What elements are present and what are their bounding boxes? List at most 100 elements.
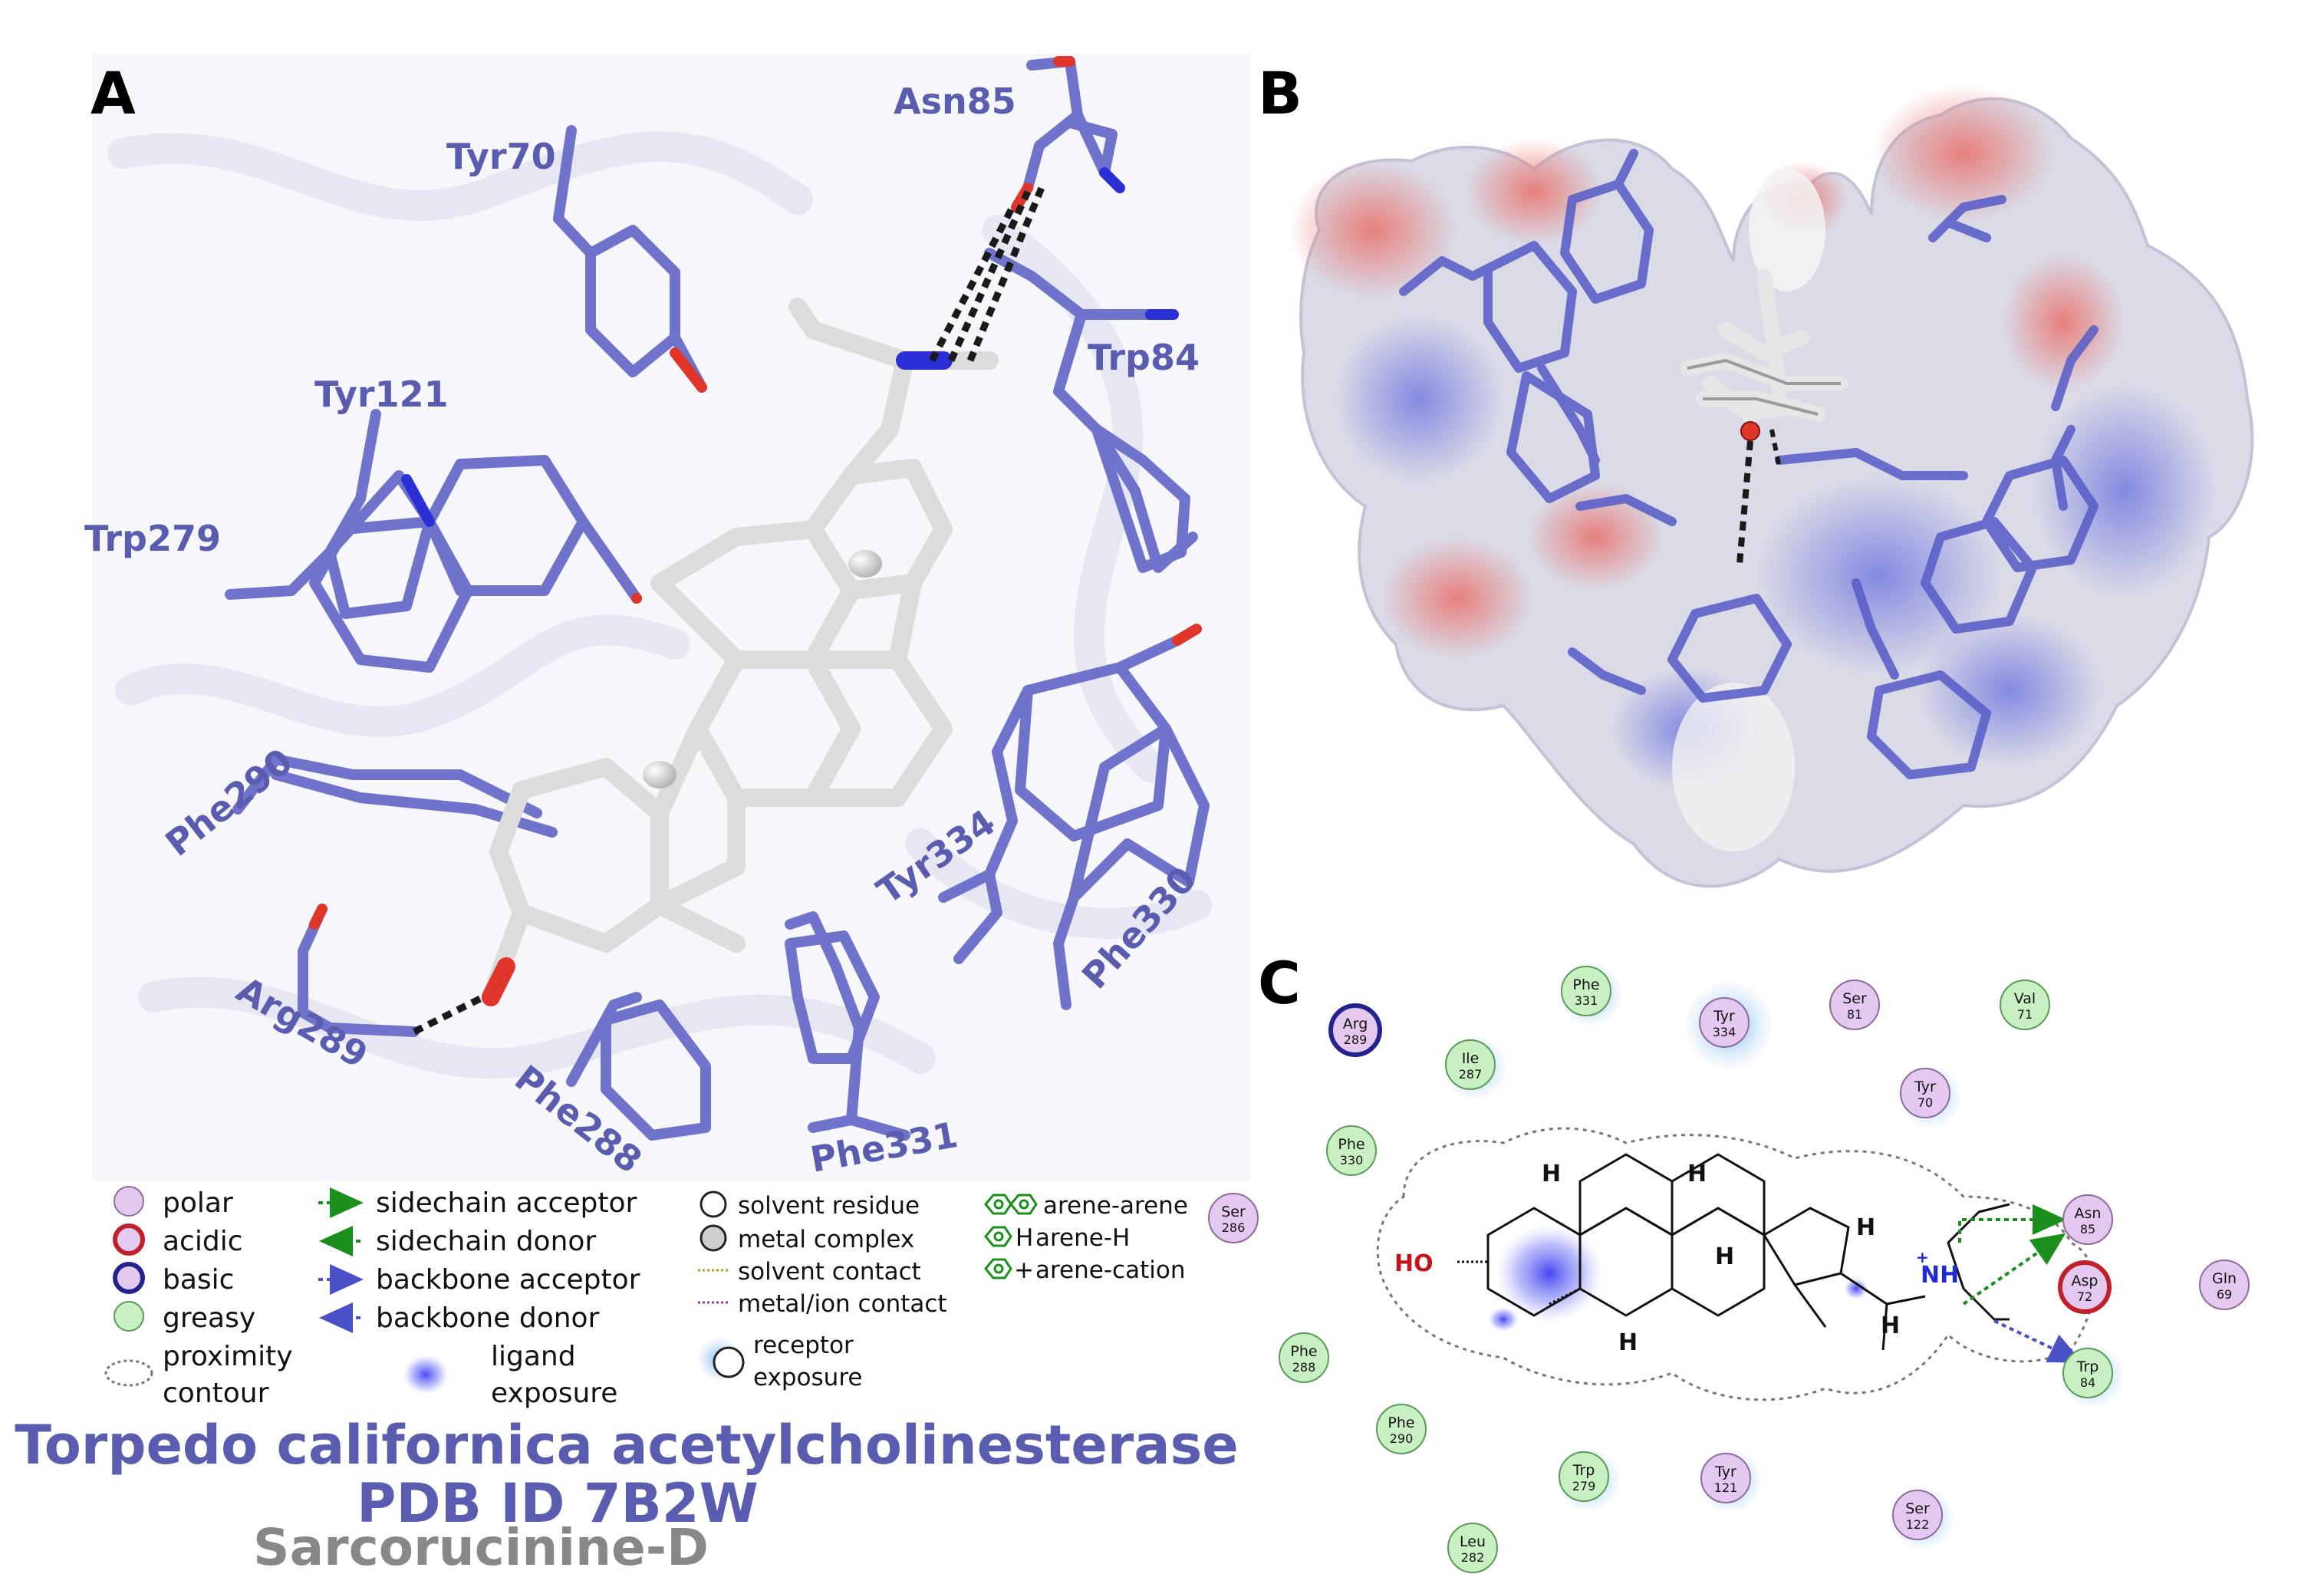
legend-metal-complex: metal complex [738, 1226, 914, 1253]
residue-node-name: Phe [1387, 1414, 1414, 1431]
residue-node-phe288: Phe288 [1279, 1332, 1329, 1383]
legend-acidic: acidic [163, 1226, 243, 1257]
svg-text:H: H [1881, 1312, 1900, 1339]
residue-node-name: Tyr [1914, 1078, 1936, 1095]
residue-node-name: Arg [1343, 1016, 1368, 1032]
residue-node-circle [1700, 1453, 1751, 1503]
residue-node-circle [1279, 1332, 1329, 1383]
panel-label-c: C [1258, 949, 1301, 1017]
residue-node-number: 121 [1714, 1480, 1738, 1495]
residue-node-name: Trp [1572, 1462, 1595, 1479]
ligand-methyl-sphere [848, 550, 882, 578]
residue-node-name: Asp [2072, 1273, 2099, 1289]
residue-node-circle [1699, 997, 1750, 1048]
residue-node-circle [1326, 1125, 1377, 1176]
residue-node-name: Trp [2076, 1358, 2099, 1375]
panel-c: C HO NH + H H H [1208, 949, 2250, 1573]
residue-node-trp84: Trp84 [2062, 1345, 2123, 1407]
atom-charge: + [1916, 1248, 1929, 1266]
residue-node-number: 289 [1344, 1032, 1368, 1047]
residue-node-name: Leu [1460, 1533, 1486, 1550]
legend-polar-swatch [114, 1186, 144, 1217]
proximity-contour [1376, 1127, 2095, 1401]
residue-node-circle [1376, 1404, 1427, 1454]
residue-node-number: 287 [1459, 1067, 1483, 1082]
legend-polar: polar [163, 1187, 233, 1219]
residue-label-tyr121: Tyr121 [314, 374, 449, 415]
panel-b: B [1258, 59, 2254, 888]
panel-label-a: A [91, 59, 136, 127]
residue-node-number: 334 [1713, 1025, 1736, 1039]
residue-node-name: Tyr [1714, 1464, 1736, 1480]
legend-arene-cation-icon [984, 1258, 1012, 1279]
residue-node-circle [1328, 1003, 1382, 1057]
residue-node-name: Asn [2075, 1205, 2102, 1222]
legend-arene-arene: arene-arene [1043, 1192, 1188, 1220]
residue-label-trp84: Trp84 [1088, 337, 1200, 378]
legend-greasy-swatch [114, 1301, 144, 1332]
legend-arene-h: arene-H [1035, 1224, 1130, 1252]
panel-label-b: B [1258, 59, 1302, 127]
legend-backbone-donor: backbone donor [376, 1302, 600, 1334]
svg-text:H: H [1715, 1243, 1734, 1270]
title-line-protein: Torpedo californica acetylcholinesterase [15, 1414, 1238, 1477]
legend-solvent-residue-swatch [700, 1190, 727, 1218]
residue-node-number: 71 [2017, 1007, 2033, 1022]
residue-node-tyr121: Tyr121 [1700, 1451, 1761, 1512]
residue-node-tyr334: Tyr334 [1686, 983, 1772, 1069]
arrow-sidechain-acceptor-asn85 [1958, 1204, 2066, 1243]
arrow-backbone-acceptor-trp84 [1993, 1319, 2083, 1363]
residue-node-tyr70: Tyr70 [1899, 1065, 1960, 1127]
hydrogen-bonds [412, 183, 1047, 1036]
legend-arene-cation-glyph: + [1014, 1256, 1034, 1284]
legend-acidic-swatch [113, 1223, 145, 1256]
legend-metal-ion-contact: metal/ion contact [738, 1290, 947, 1318]
legend-proximity-swatch [104, 1359, 153, 1387]
residue-node-phe290: Phe290 [1376, 1404, 1427, 1454]
residue-node-number: 331 [1575, 993, 1598, 1008]
legend-arene-h-glyph: H [1016, 1224, 1033, 1252]
legend-receptor-exposure-line1: receptor [753, 1332, 854, 1359]
legend-arene-cation: arene-cation [1035, 1256, 1185, 1284]
surface-patches [1289, 84, 2217, 851]
surface-residue-sticks [1399, 149, 2099, 779]
legend-solvent-contact: solvent contact [738, 1258, 921, 1286]
residue-node-phe331: Phe331 [1560, 963, 1621, 1025]
legend-receptor-exposure-line2: exposure [753, 1364, 862, 1391]
residue-node-circle [1829, 980, 1880, 1030]
residue-node-circle [1559, 1451, 1609, 1502]
panel-a: Asn85 Tyr70 Tyr121 Trp84 Trp279 Phe290 T… [84, 54, 1250, 1181]
residue-node-circle [2058, 1260, 2112, 1314]
residue-node-number: 70 [1917, 1095, 1933, 1110]
residue-node-name: Ser [1905, 1500, 1930, 1517]
residue-label-tyr70: Tyr70 [446, 136, 556, 177]
legend-sidechain-donor: sidechain donor [376, 1226, 596, 1257]
legend-ligand-exposure-swatch [403, 1355, 449, 1395]
residue-node-circle [2062, 1194, 2113, 1245]
residue-node-circle [2199, 1260, 2250, 1310]
svg-text:H: H [1856, 1214, 1875, 1241]
title-line-pdb: PDB ID 7B2W [357, 1472, 759, 1535]
residue-label-asn85: Asn85 [894, 81, 1016, 122]
residue-node-name: Tyr [1713, 1008, 1735, 1025]
legend-basic-swatch [113, 1262, 145, 1294]
legend-proximity-line1: proximity [163, 1341, 293, 1372]
legend-ligand-exposure-line1: ligand [491, 1341, 576, 1372]
residue-node-circle [1208, 1193, 1259, 1243]
legend-proximity-line2: contour [163, 1378, 269, 1409]
residue-node-number: 85 [2080, 1222, 2095, 1236]
panel-b-ligand [1680, 268, 1848, 565]
legend-ligand-exposure-line2: exposure [491, 1378, 617, 1409]
residue-node-name: Phe [1338, 1136, 1364, 1153]
legend-sidechain-acceptor: sidechain acceptor [376, 1187, 637, 1219]
legend-receptor-exposure-swatch [713, 1346, 745, 1378]
residue-node-number: 84 [2080, 1375, 2095, 1390]
